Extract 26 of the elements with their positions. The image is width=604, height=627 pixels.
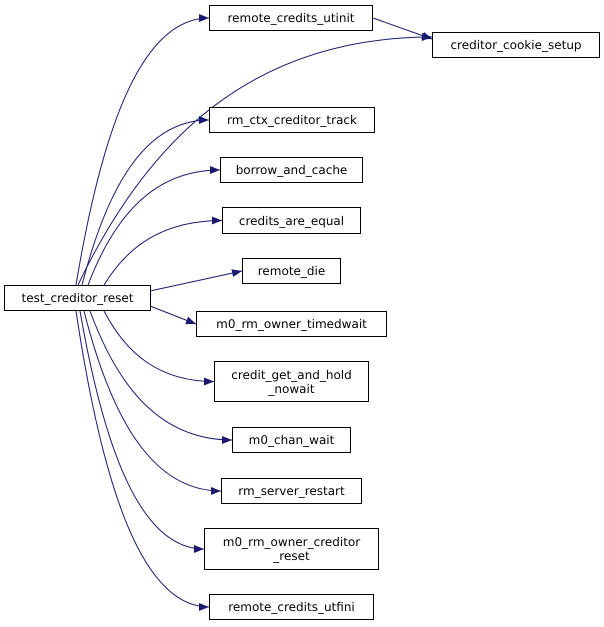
arrow [372, 18, 432, 40]
arrow [150, 306, 196, 324]
function-box: m0_chan_wait [232, 427, 351, 453]
function-box: m0_rm_owner_timedwait [196, 311, 387, 337]
function-box: m0_rm_owner_creditor _reset [204, 528, 379, 570]
arrow [76, 310, 210, 610]
function-box: remote_die [242, 258, 341, 284]
arrow [76, 15, 210, 286]
arrow [80, 310, 204, 552]
function-box: remote_credits_utinit [209, 5, 373, 31]
arrow [84, 310, 222, 494]
function-box: credit_get_and_hold _nowait [214, 361, 369, 402]
arrow [150, 269, 242, 292]
function-box: test_creditor_reset [4, 285, 151, 311]
function-box: borrow_and_cache [220, 157, 363, 183]
function-box: remote_credits_utfini [209, 594, 374, 620]
function-box: creditor_cookie_setup [432, 32, 600, 58]
function-box: credits_are_equal [222, 207, 361, 234]
function-box: rm_server_restart [221, 478, 362, 504]
arrow [90, 310, 232, 444]
function-box: rm_ctx_creditor_track [209, 107, 375, 133]
arrow [88, 166, 220, 286]
arrow [78, 33, 432, 286]
arrow [82, 116, 210, 286]
arrow [104, 310, 214, 386]
arrow [104, 216, 222, 286]
